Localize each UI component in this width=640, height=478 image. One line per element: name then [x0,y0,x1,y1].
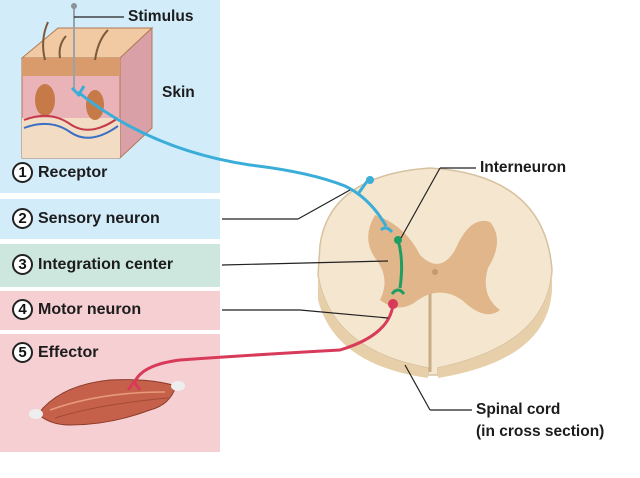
step-label: Integration center [38,255,174,273]
spinal-cord-label: Spinal cord [476,401,561,418]
integration-center-leader [221,260,389,266]
step-label: Receptor [38,163,108,181]
sensory-terminal [379,226,394,234]
spinal-cord-leader [404,364,431,411]
step-number-badge: 5 [12,342,33,363]
step-label: Sensory neuron [38,209,160,227]
sensory-neuron-panel [0,199,220,239]
sensory-cell-body [366,176,374,184]
step-motor-neuron: 4 Motor neuron [12,299,141,320]
motor-neuron-cell-body [388,299,398,309]
motor-neuron-path [132,303,395,385]
step-label: Motor neuron [38,300,142,318]
sensory-neuron-path [77,90,388,227]
motor-end-plate [126,379,142,391]
skin-block-illustration [20,21,154,160]
muscle-illustration [29,379,185,426]
skin-label: Skin [162,84,195,101]
interneuron-terminal [390,288,406,295]
step-number-badge: 2 [12,208,33,229]
stimulus-label: Stimulus [128,8,194,25]
step-effector: 5 Effector [12,342,98,363]
dorsal-root-ganglion-branch [356,179,370,195]
step-label: Effector [38,343,99,361]
step-number-badge: 4 [12,299,33,320]
step-number-badge: 1 [12,162,33,183]
spinal-cord-sublabel: (in cross section) [476,423,605,440]
pin-head [71,3,77,9]
sensory-receptor-ending [70,85,86,98]
integration-center-panel [0,244,220,287]
interneuron-cell-body [394,236,402,244]
step-receptor: 1 Receptor [12,162,107,183]
interneuron-label: Interneuron [480,159,567,176]
step-sensory-neuron: 2 Sensory neuron [12,208,160,229]
step-integration-center: 3 Integration center [12,254,173,275]
step-number-badge: 3 [12,254,33,275]
motor-neuron-panel [0,291,220,330]
